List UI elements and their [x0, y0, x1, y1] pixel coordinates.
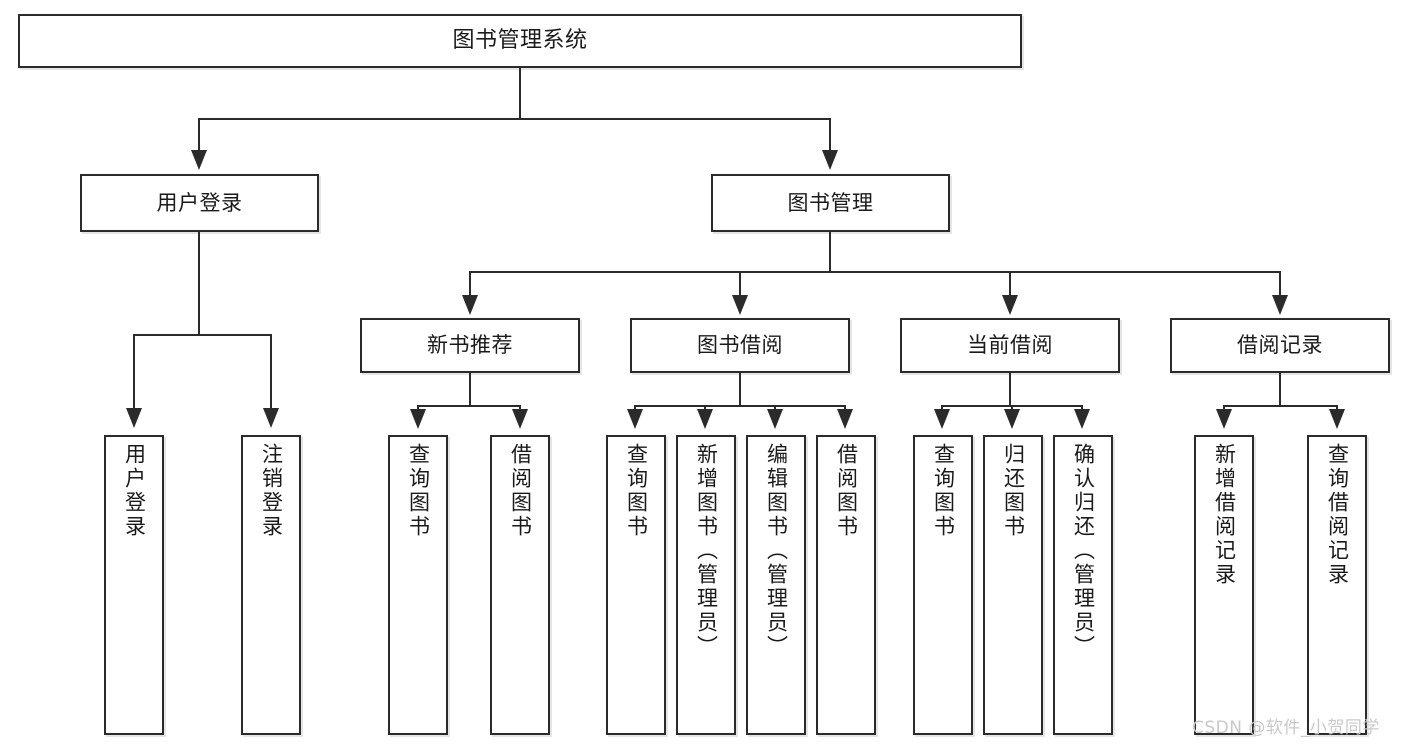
node-new-book-recommend[interactable]: 新书推荐: [360, 318, 580, 373]
connector-cb-drop: [1009, 373, 1011, 405]
arrow-bb-leaf-2: [697, 409, 713, 429]
arrow-nbr-leaf-1: [410, 409, 426, 429]
arrow-br-leaf-2: [1329, 409, 1345, 429]
arrow-cb-leaf-2: [1004, 409, 1020, 429]
leaf-bb-borrow-book[interactable]: 借阅图书: [816, 435, 876, 735]
node-label: 归还图书: [1001, 443, 1026, 539]
connector-bm-branch-1: [469, 271, 471, 297]
node-label: 查询图书: [931, 443, 956, 539]
connector-nbr-branch-1: [417, 405, 419, 411]
node-label: 确认归还（管理员）: [1071, 443, 1096, 659]
arrow-bm-to-borrow-record: [1272, 295, 1288, 315]
node-label: 借阅记录: [1237, 333, 1323, 358]
connector-bb-branch-3: [774, 405, 776, 411]
leaf-user-login-logout[interactable]: 注销登录: [241, 435, 301, 735]
connector-cb-branch-1: [941, 405, 943, 411]
leaf-cb-query-book[interactable]: 查询图书: [913, 435, 973, 735]
node-borrow-record[interactable]: 借阅记录: [1170, 318, 1390, 373]
connector-bb-branch-1: [634, 405, 636, 411]
connector-nbr-branch-2: [519, 405, 521, 411]
arrow-root-to-book-management: [822, 150, 838, 170]
node-label: 当前借阅: [967, 333, 1053, 358]
connector-cb-branch-3: [1081, 405, 1083, 411]
node-label: 借阅图书: [508, 443, 533, 539]
connector-nbr-drop: [469, 373, 471, 405]
connector-user-login-drop: [198, 232, 200, 334]
connector-br-branch-2: [1336, 405, 1338, 411]
leaf-br-query-borrow-record[interactable]: 查询借阅记录: [1307, 435, 1367, 735]
arrow-bb-leaf-3: [767, 409, 783, 429]
connector-bm-branch-3: [1009, 271, 1011, 297]
connector-bb-branch-2: [704, 405, 706, 411]
connector-root-bar: [198, 118, 831, 120]
leaf-cb-confirm-return-admin[interactable]: 确认归还（管理员）: [1053, 435, 1113, 735]
node-label: 图书借阅: [697, 333, 783, 358]
connector-root-to-book-management: [829, 118, 831, 152]
node-book-management[interactable]: 图书管理: [711, 174, 950, 232]
leaf-bb-query-book[interactable]: 查询图书: [606, 435, 666, 735]
node-label: 新书推荐: [427, 333, 513, 358]
connector-cb-branch-2: [1011, 405, 1013, 411]
node-label: 图书管理系统: [452, 28, 588, 54]
connector-br-bar: [1223, 405, 1337, 407]
connector-br-branch-1: [1223, 405, 1225, 411]
connector-user-login-branch-2: [270, 334, 272, 410]
leaf-br-add-borrow-record[interactable]: 新增借阅记录: [1194, 435, 1254, 735]
node-book-borrow[interactable]: 图书借阅: [630, 318, 850, 373]
arrow-user-login-leaf-1: [126, 408, 142, 428]
connector-bm-branch-4: [1279, 271, 1281, 297]
connector-book-management-drop: [829, 232, 831, 271]
connector-bb-bar: [634, 405, 845, 407]
node-label: 查询借阅记录: [1325, 443, 1350, 587]
arrow-nbr-leaf-2: [512, 409, 528, 429]
arrow-cb-leaf-3: [1074, 409, 1090, 429]
connector-user-login-bar: [133, 334, 272, 336]
node-label: 用户登录: [122, 443, 147, 539]
leaf-nbr-borrow-book[interactable]: 借阅图书: [490, 435, 550, 735]
arrow-bm-to-new-book-recommend: [462, 295, 478, 315]
node-label: 查询图书: [406, 443, 431, 539]
connector-book-management-bar: [469, 271, 1280, 273]
arrow-bb-leaf-4: [837, 409, 853, 429]
arrow-bb-leaf-1: [627, 409, 643, 429]
arrow-bm-to-current-borrow: [1002, 295, 1018, 315]
connector-root-to-user-login: [198, 118, 200, 152]
arrow-cb-leaf-1: [934, 409, 950, 429]
connector-br-drop: [1279, 373, 1281, 405]
connector-bm-branch-2: [739, 271, 741, 297]
arrow-root-to-user-login: [191, 150, 207, 170]
node-root-book-management-system[interactable]: 图书管理系统: [18, 14, 1022, 68]
leaf-bb-add-book-admin[interactable]: 新增图书（管理员）: [676, 435, 736, 735]
connector-bb-branch-4: [844, 405, 846, 411]
arrow-bm-to-book-borrow: [732, 295, 748, 315]
leaf-user-login-login[interactable]: 用户登录: [104, 435, 164, 735]
node-user-login[interactable]: 用户登录: [80, 174, 319, 232]
node-label: 借阅图书: [834, 443, 859, 539]
arrow-user-login-leaf-2: [263, 408, 279, 428]
leaf-cb-return-book[interactable]: 归还图书: [983, 435, 1043, 735]
connector-user-login-branch-1: [133, 334, 135, 410]
csdn-watermark: CSDN @软件_小贺同学: [1192, 718, 1380, 738]
node-label: 编辑图书（管理员）: [764, 443, 789, 659]
node-label: 注销登录: [259, 443, 284, 539]
node-label: 图书管理: [787, 190, 874, 215]
node-current-borrow[interactable]: 当前借阅: [900, 318, 1120, 373]
connector-root-drop: [519, 68, 521, 118]
connector-bb-drop: [739, 373, 741, 405]
leaf-nbr-query-book[interactable]: 查询图书: [388, 435, 448, 735]
leaf-bb-edit-book-admin[interactable]: 编辑图书（管理员）: [746, 435, 806, 735]
node-label: 新增图书（管理员）: [694, 443, 719, 659]
node-label: 新增借阅记录: [1212, 443, 1237, 587]
arrow-br-leaf-1: [1216, 409, 1232, 429]
node-label: 用户登录: [156, 190, 243, 215]
connector-nbr-bar: [417, 405, 521, 407]
node-label: 查询图书: [624, 443, 649, 539]
